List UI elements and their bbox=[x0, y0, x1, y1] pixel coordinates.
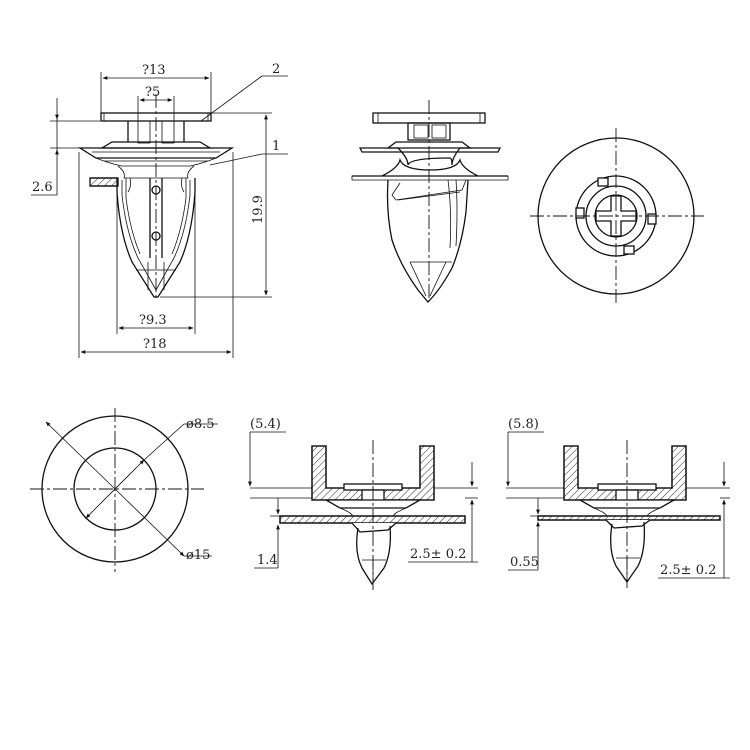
side-view bbox=[351, 100, 509, 303]
dimension-label: ø15 bbox=[186, 548, 210, 563]
callout-1: 1 bbox=[209, 139, 288, 166]
dimension-label: 2 bbox=[272, 62, 280, 77]
dimension-label: ?5 bbox=[145, 85, 160, 100]
dimension-label: 19.9 bbox=[251, 195, 266, 224]
front-view: ?13 ?5 2 1 2.6 bbox=[31, 62, 288, 358]
dimension-label: ?13 bbox=[142, 63, 166, 78]
dimension-label: 2.5± 0.2 bbox=[660, 563, 716, 578]
install-view-left: (5.4) 1.4 2.5± 0.2 bbox=[248, 417, 478, 590]
clip-skirt bbox=[77, 141, 235, 179]
dimension-label: 2.5± 0.2 bbox=[410, 547, 466, 562]
dim-skirt-diameter: ?18 bbox=[78, 152, 234, 358]
dimension-label: 2.6 bbox=[32, 180, 53, 195]
dimension-label: 0.55 bbox=[510, 555, 539, 570]
dim-cap-diameter: ?13 bbox=[100, 63, 212, 113]
dimension-label: 1 bbox=[272, 139, 280, 154]
dimension-label: (5.4) bbox=[250, 417, 281, 432]
dimension-label: ø8.5 bbox=[186, 417, 215, 432]
dimension-label: (5.8) bbox=[508, 417, 539, 432]
dim-tip-diameter: ?9.3 bbox=[116, 190, 196, 334]
dim-cap-thickness: 2.6 bbox=[31, 98, 100, 196]
callout-2: 2 bbox=[200, 62, 288, 122]
dimension-label: ?18 bbox=[143, 337, 167, 352]
install-view-right: (5.8) 0.55 2.5± 0.2 bbox=[506, 417, 730, 588]
top-view bbox=[530, 128, 704, 304]
dimension-label: 1.4 bbox=[257, 553, 278, 568]
dim-shaft-diameter: ?5 bbox=[137, 85, 175, 121]
dim-total-height: 19.9 bbox=[160, 112, 272, 298]
ring-view: ø15 ø8.5 bbox=[30, 408, 218, 572]
dimension-label: ?9.3 bbox=[139, 313, 167, 328]
